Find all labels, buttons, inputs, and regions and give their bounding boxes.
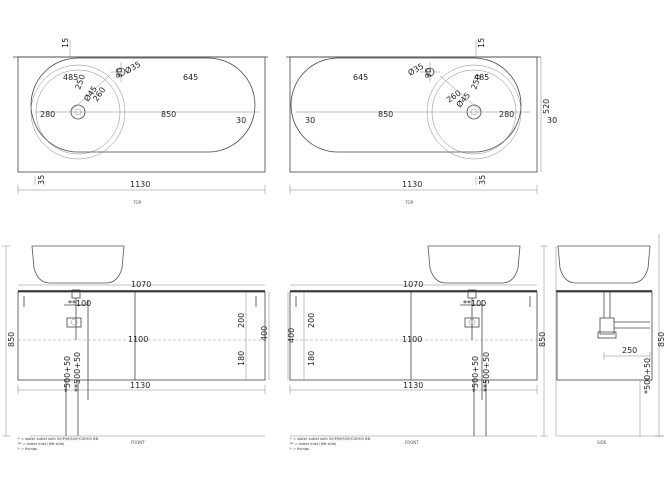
dim-30-left: 30 bbox=[305, 116, 315, 125]
dim-1100: 1100 bbox=[402, 335, 422, 344]
dim-100: **100 bbox=[68, 299, 91, 308]
dim-850: 850 bbox=[161, 110, 176, 119]
dim-485: 485 bbox=[474, 73, 489, 82]
dim-35-bottom: 35 bbox=[37, 175, 46, 185]
cabinet-body bbox=[289, 291, 538, 381]
note-inlet: ** = water inlet (left side) bbox=[290, 442, 337, 446]
dim-850: 850 bbox=[538, 332, 547, 347]
caption-top-right: TOP bbox=[404, 200, 414, 205]
dim-280: 280 bbox=[40, 110, 55, 119]
dim-1070: 1070 bbox=[403, 280, 423, 289]
dim-1130: 1130 bbox=[403, 381, 423, 390]
cabinet-body bbox=[17, 291, 266, 381]
dim-280: 280 bbox=[499, 110, 514, 119]
dim-180: 180 bbox=[307, 351, 316, 366]
caption-front-left: FRONT bbox=[131, 440, 145, 445]
caption-top-left: TOP bbox=[132, 200, 142, 205]
dim-1130: 1130 bbox=[402, 180, 422, 189]
vessel-basin bbox=[557, 245, 651, 284]
top-view-right: 15 Ø35 90 645 485 250 260 Ø45 30 850 280… bbox=[286, 38, 557, 205]
dim-250: 250 bbox=[622, 346, 637, 355]
dim-30-right: 30 bbox=[547, 116, 557, 125]
vessel-basin bbox=[427, 245, 521, 284]
cabinet-side bbox=[556, 291, 653, 381]
dim-485: 485 bbox=[63, 73, 78, 82]
dim-90: 90 bbox=[115, 68, 124, 78]
note-fixings: * = fixings bbox=[290, 447, 309, 451]
top-view-left: 15 90 Ø35 485 645 250 Ø45 260 280 850 30… bbox=[13, 38, 268, 205]
dim-500: *500+50 bbox=[643, 358, 652, 394]
dim-1070: 1070 bbox=[131, 280, 151, 289]
dim-850: 850 bbox=[657, 332, 666, 347]
caption-front-right: FRONT bbox=[405, 440, 419, 445]
dim-1130: 1130 bbox=[130, 180, 150, 189]
dim-35-bottom: 35 bbox=[478, 175, 487, 185]
dim-1100: 1100 bbox=[128, 335, 148, 344]
dim-35: Ø35 bbox=[123, 59, 142, 76]
side-view: 850 250 *500+50 SIDE bbox=[555, 234, 666, 445]
dim-400: 400 bbox=[260, 326, 269, 341]
basin-outline bbox=[290, 57, 522, 153]
dim-1130: 1130 bbox=[130, 381, 150, 390]
dim-850: 850 bbox=[378, 110, 393, 119]
note-outlet: * = water outlet with 50/P/M/50/F/CM/50/… bbox=[18, 437, 99, 441]
front-view-right: 1070 **100 400 200 1100 850 180 *500+50 … bbox=[287, 245, 548, 451]
dim-15: 15 bbox=[61, 38, 70, 48]
dim-90: 90 bbox=[424, 68, 433, 78]
note-inlet: ** = water inlet (left side) bbox=[18, 442, 65, 446]
dim-180: 180 bbox=[237, 351, 246, 366]
vessel-basin bbox=[31, 245, 125, 284]
front-view-left: 1070 **100 850 1100 200 400 180 *500+50 … bbox=[2, 245, 270, 451]
dim-520: 520 bbox=[542, 99, 551, 114]
dim-645: 645 bbox=[183, 73, 198, 82]
dim-100: **100 bbox=[463, 299, 486, 308]
dim-500-outlet: *500+50 bbox=[471, 356, 480, 392]
dim-15: 15 bbox=[477, 38, 486, 48]
dim-400: 400 bbox=[287, 328, 296, 343]
dim-200: 200 bbox=[237, 313, 246, 328]
dim-850: 850 bbox=[7, 332, 16, 347]
dim-645: 645 bbox=[353, 73, 368, 82]
dim-200: 200 bbox=[307, 313, 316, 328]
dim-500-outlet: *500+50 bbox=[63, 356, 72, 392]
note-outlet: * = water outlet with 50/P/M/50/F/CM/50/… bbox=[290, 437, 371, 441]
dim-30: 30 bbox=[236, 116, 246, 125]
dim-500-inlet: **500+50 bbox=[73, 352, 82, 392]
dim-35: Ø35 bbox=[406, 61, 425, 78]
note-fixings: * = fixings bbox=[18, 447, 37, 451]
caption-side: SIDE bbox=[597, 440, 607, 445]
basin-outline bbox=[30, 57, 256, 153]
dim-500-inlet: **500+50 bbox=[482, 352, 491, 392]
